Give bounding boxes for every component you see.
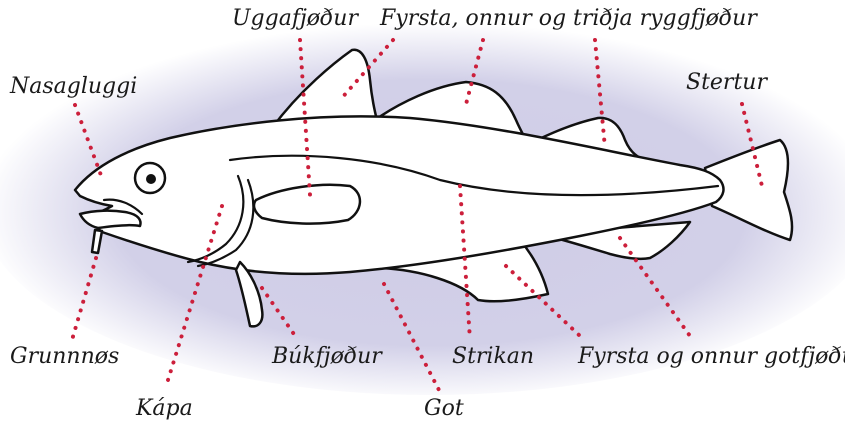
label-strikan: Strikan xyxy=(452,346,534,368)
label-gotfjodur: Fyrsta og onnur gotfjøður xyxy=(578,346,845,368)
label-kapa: Kápa xyxy=(136,398,193,420)
label-ryggfjodur: Fyrsta, onnur og triðja ryggfjøður xyxy=(380,8,757,30)
label-nasagluggi: Nasagluggi xyxy=(10,76,137,98)
label-bukfjodur: Búkfjøður xyxy=(272,346,382,368)
label-grunnnos: Grunnnøs xyxy=(10,346,119,368)
fish-jaw xyxy=(80,211,140,228)
label-uggafjodur: Uggafjøður xyxy=(232,8,358,30)
fish-pupil xyxy=(146,174,156,184)
label-stertur: Stertur xyxy=(686,72,767,94)
label-got: Got xyxy=(424,398,464,420)
